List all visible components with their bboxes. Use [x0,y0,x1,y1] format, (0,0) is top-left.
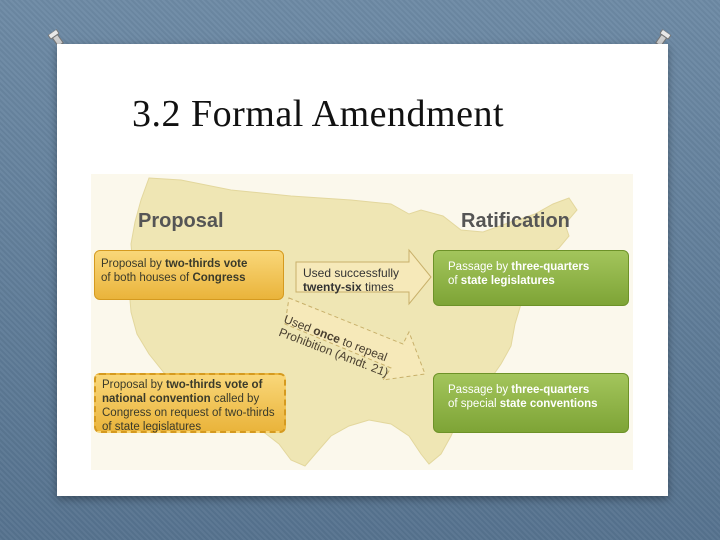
proposal-text: called by Congress on request of two-thi… [102,393,275,433]
proposal-emphasis: Congress [192,272,246,284]
ratification-heading: Ratification [461,210,570,232]
proposal-convention-box: Proposal by two-thirds vote of national … [94,373,286,433]
ratification-emphasis: state legislatures [460,275,555,287]
arrow-text: times [361,280,394,294]
proposal-emphasis: two-thirds vote of [165,379,263,391]
proposal-text: Proposal by [101,258,165,270]
arrow-emphasis: twenty-six [303,280,362,294]
arrow-text: Used successfully [303,266,400,280]
ratification-text: Passage by [448,384,512,396]
ratification-emphasis: three-quarters [511,384,590,396]
slide-title: 3.2 Formal Amendment [132,93,505,135]
ratification-text: of special [448,398,500,410]
ratification-text: of [448,275,461,287]
ratification-legislatures-box: Passage by three-quarters of state legis… [433,250,629,306]
proposal-emphasis: two-thirds vote [164,258,248,270]
arrow-diagonal [284,297,426,381]
amendment-diagram: Proposal Ratification Proposal by two-th… [91,174,633,470]
arrow-label-twenty-six: Used successfully twenty-six times [303,266,399,294]
ratification-emphasis: state conventions [499,398,598,410]
ratification-conventions-box: Passage by three-quarters of special sta… [433,373,629,433]
proposal-congress-box: Proposal by two-thirds vote of both hous… [94,250,284,300]
ratification-emphasis: three-quarters [511,261,590,273]
proposal-text: of both houses of [101,272,193,284]
arrow-horizontal [295,248,432,306]
ratification-text: Passage by [448,261,512,273]
arrows-layer [284,248,432,381]
proposal-emphasis: national convention [102,393,211,405]
proposal-heading: Proposal [138,210,224,232]
proposal-text: Proposal by [102,379,166,391]
